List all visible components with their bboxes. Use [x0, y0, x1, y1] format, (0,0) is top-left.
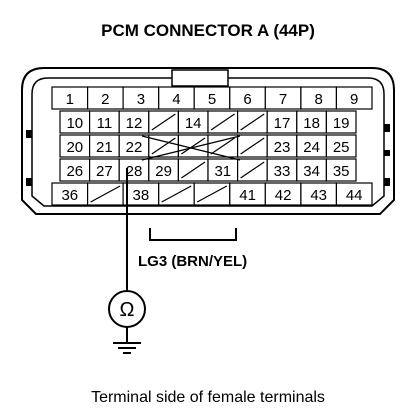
pin-number: 21 — [96, 139, 113, 156]
pin-number: 34 — [303, 163, 320, 180]
unused-slash — [196, 185, 228, 203]
pin-number: 38 — [133, 187, 150, 204]
pin-number: 33 — [274, 163, 291, 180]
pin-number: 28 — [126, 163, 143, 180]
pin-number: 22 — [126, 139, 143, 156]
pin-number: 26 — [66, 163, 83, 180]
pin-number: 4 — [172, 91, 180, 108]
pin-number: 19 — [333, 115, 350, 132]
wire-label: LG3 (BRN/YEL) — [138, 253, 247, 270]
unused-slash — [210, 137, 235, 155]
pin-number: 18 — [303, 115, 320, 132]
pin-number: 1 — [66, 91, 74, 108]
pin-number: 31 — [214, 163, 231, 180]
pin-number: 25 — [333, 139, 350, 156]
pin-number: 27 — [96, 163, 113, 180]
pin-number: 29 — [155, 163, 172, 180]
pin-number: 20 — [66, 139, 83, 156]
ohm-symbol: Ω — [120, 299, 135, 321]
connector-housing — [21, 67, 395, 241]
unused-slash — [181, 137, 206, 155]
pin-number: 2 — [101, 91, 109, 108]
unused-slash — [161, 185, 192, 203]
pin-cell — [325, 158, 357, 182]
pin-number: 17 — [274, 115, 291, 132]
pin-number: 9 — [350, 91, 358, 108]
unused-slash — [210, 113, 235, 131]
unused-slash — [240, 113, 265, 131]
pin-number: 11 — [97, 115, 113, 132]
pin-number: 35 — [333, 163, 350, 180]
pin-number: 43 — [310, 187, 327, 204]
pin-number: 5 — [208, 91, 216, 108]
ohmmeter-icon: Ω — [108, 290, 146, 328]
pin-cell — [335, 86, 373, 110]
pin-number: 7 — [279, 91, 287, 108]
unused-slash — [240, 161, 265, 179]
pin-number: 36 — [61, 187, 78, 204]
pin-cell — [335, 182, 373, 206]
pin-number: 14 — [185, 115, 202, 132]
blank-cavity-cross — [141, 135, 241, 161]
unused-slash — [151, 113, 176, 131]
diagram-title: PCM CONNECTOR A (44P) — [101, 21, 315, 40]
pin-number: 8 — [315, 91, 323, 108]
pin-number: 44 — [346, 187, 363, 204]
pin-number: 3 — [137, 91, 145, 108]
unused-slash — [240, 137, 265, 155]
unused-slash — [181, 161, 206, 179]
unused-slash — [90, 185, 121, 203]
pin-number: 12 — [126, 115, 143, 132]
caption: Terminal side of female terminals — [91, 389, 325, 406]
cross-line — [141, 135, 241, 161]
pin-number: 42 — [275, 187, 292, 204]
pin-number: 23 — [274, 139, 291, 156]
pin-cell — [325, 134, 357, 158]
pin-cell — [325, 110, 357, 134]
pin-number: 6 — [243, 91, 251, 108]
pin-number: 10 — [66, 115, 83, 132]
ground-icon — [113, 327, 141, 354]
unused-slash — [151, 137, 176, 155]
pin-number: 41 — [239, 187, 256, 204]
pin-number: 24 — [303, 139, 320, 156]
